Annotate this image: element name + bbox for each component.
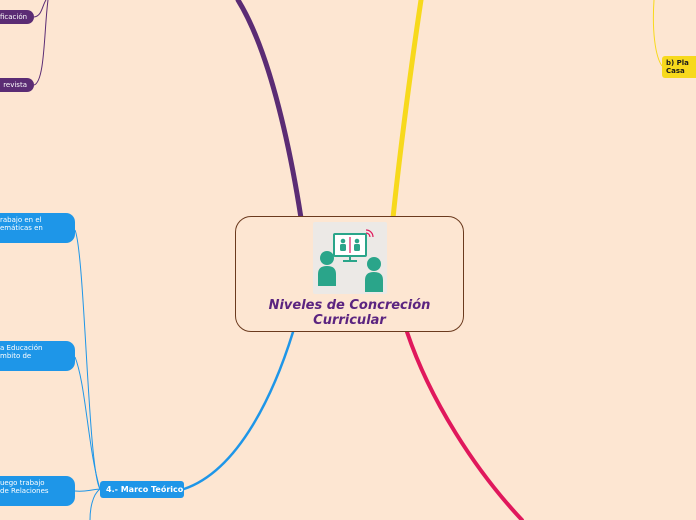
blue-child-node-3[interactable]: uego trabajo de Relaciones [0,476,75,506]
blue-child-node-3-line-2: de Relaciones [0,487,49,495]
blue-child-node-1-line-1: rabajo en el [0,216,42,224]
yellow-leaf-connector [652,0,663,67]
blue-leaf-connector-2 [74,356,101,490]
purple-branch-line [235,0,304,221]
yellow-branch-line [390,0,424,221]
blue-child-node-3-line-1: uego trabajo [0,479,45,487]
yellow-node[interactable]: b) Pla Casa [662,56,696,78]
marco-teorico-label: 4.- Marco Teórico [106,485,184,494]
blue-leaf-connector-4 [89,488,101,520]
blue-leaf-connector-3 [74,488,101,492]
central-topic-title: Niveles de Concreción Curricular [268,298,431,328]
blue-branch-line [182,330,295,491]
blue-child-node-2-line-2: mbito de [0,352,32,360]
blue-child-node-2[interactable]: a Educación mbito de [0,341,75,371]
yellow-node-line-1: b) Pla [666,59,689,67]
yellow-node-line-2: Casa [666,67,685,75]
purple-leaf-connector-2 [33,0,49,86]
purple-leaf-connector-1 [33,0,47,18]
purple-node-1[interactable]: ficación [0,10,34,24]
central-topic[interactable]: Niveles de Concreción Curricular [235,216,464,332]
video-conference-icon [313,222,387,294]
blue-child-node-2-line-1: a Educación [0,344,43,352]
purple-node-2[interactable]: revista [0,78,34,92]
blue-child-node-1[interactable]: rabajo en el emáticas en [0,213,75,243]
blue-leaf-connector-1 [74,229,101,490]
purple-node-2-label: revista [3,81,27,89]
red-branch-line [405,330,524,520]
marco-teorico-node[interactable]: 4.- Marco Teórico [100,481,184,498]
blue-child-node-1-line-2: emáticas en [0,224,43,232]
purple-node-1-label: ficación [0,13,28,21]
